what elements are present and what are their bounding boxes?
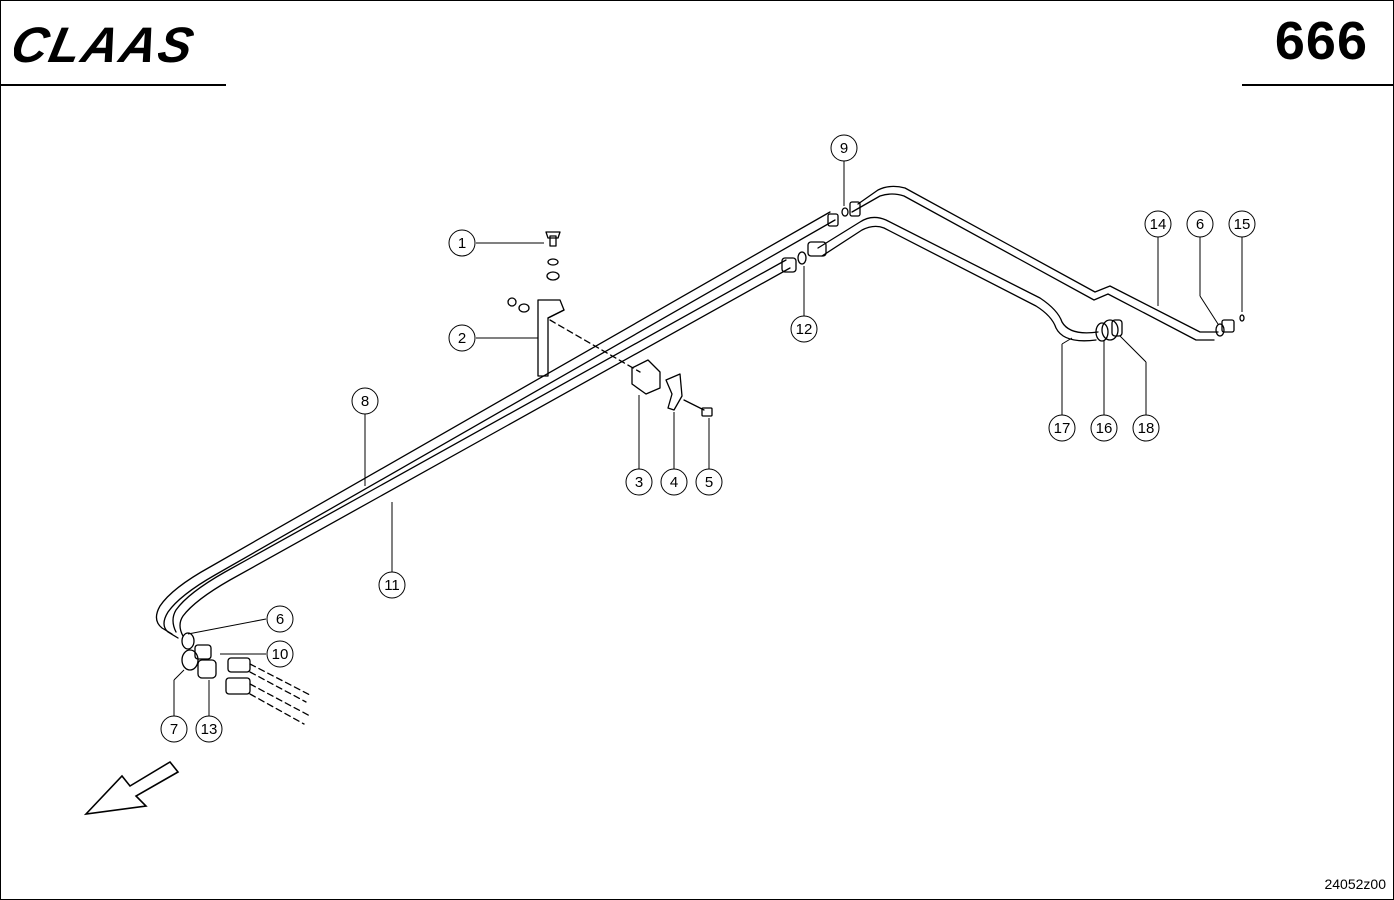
callout-8-label: 8	[361, 393, 369, 410]
callout-2-label: 2	[458, 330, 466, 347]
callout-15-label: 15	[1234, 216, 1251, 233]
callout-4-label: 4	[670, 474, 678, 491]
callout-6-right: 6	[1186, 210, 1214, 238]
callout-15: 15	[1228, 210, 1256, 238]
callout-9: 9	[830, 134, 858, 162]
callout-18-label: 18	[1138, 420, 1155, 437]
fitting-left-group	[181, 632, 313, 725]
header-rule-right	[1242, 84, 1394, 86]
callout-16: 16	[1090, 414, 1118, 442]
pipe-17	[817, 216, 1099, 342]
leader-lines	[173, 161, 1243, 716]
callout-11-label: 11	[384, 577, 400, 594]
callout-16-label: 16	[1096, 420, 1113, 437]
callout-4: 4	[660, 468, 688, 496]
callout-14-label: 14	[1150, 216, 1167, 233]
bracket-2-group	[507, 231, 641, 377]
callout-5: 5	[695, 468, 723, 496]
claas-logo-graphic: CLAAS	[6, 17, 200, 73]
callout-3-label: 3	[635, 474, 643, 491]
direction-arrow-icon	[83, 760, 180, 816]
callout-1: 1	[448, 229, 476, 257]
fitting-6-15-group	[1215, 314, 1245, 337]
fitting-16-18-group	[1095, 319, 1123, 342]
callout-6-left: 6	[266, 605, 294, 633]
callout-7: 7	[160, 715, 188, 743]
fitting-9-group	[827, 201, 861, 227]
callout-6-right-label: 6	[1196, 216, 1204, 233]
callout-6-left-label: 6	[276, 611, 284, 628]
callout-10: 10	[266, 640, 294, 668]
callout-2: 2	[448, 324, 476, 352]
fitting-12-group	[781, 241, 827, 273]
callout-12-label: 12	[796, 321, 813, 338]
pipe-11	[172, 259, 791, 637]
clamp-3-4-5-group	[631, 359, 713, 417]
callout-10-label: 10	[272, 646, 289, 663]
callout-9-label: 9	[840, 140, 848, 157]
callout-8: 8	[351, 387, 379, 415]
callout-3: 3	[625, 468, 653, 496]
callout-18: 18	[1132, 414, 1160, 442]
callout-17: 17	[1048, 414, 1076, 442]
page-number: 666	[1274, 11, 1368, 71]
callout-5-label: 5	[705, 474, 713, 491]
claas-logo-icon: CLAAS	[6, 17, 236, 73]
brand-wordmark: CLAAS	[14, 18, 200, 68]
callout-14: 14	[1144, 210, 1172, 238]
callout-17-label: 17	[1054, 420, 1071, 437]
callout-1-label: 1	[458, 235, 466, 252]
pipe-14	[851, 185, 1219, 341]
callout-11: 11	[378, 571, 406, 599]
callout-13: 13	[195, 715, 223, 743]
pipe-8	[155, 211, 836, 639]
header-rule-left	[0, 84, 226, 86]
callout-13-label: 13	[201, 721, 218, 738]
drawing-id: 24052z00	[1324, 876, 1386, 892]
callout-7-label: 7	[170, 721, 178, 738]
callout-12: 12	[790, 315, 818, 343]
